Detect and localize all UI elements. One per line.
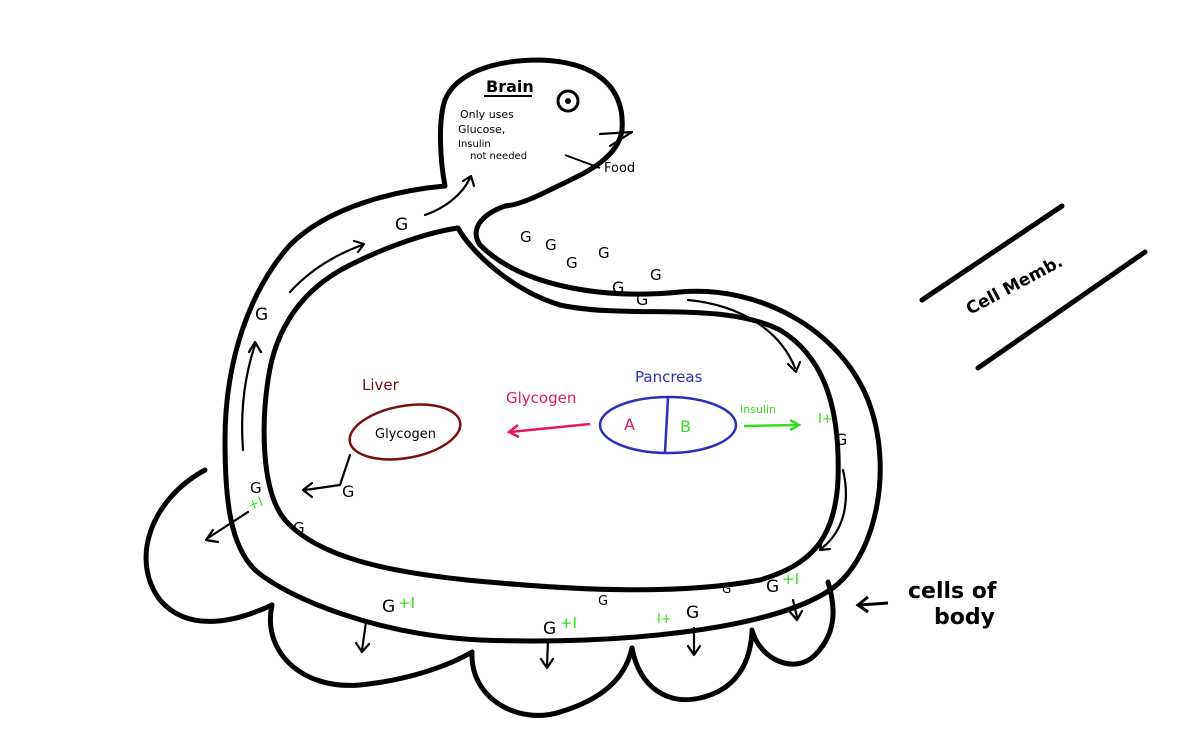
glucose-molecules: G G G G G G G G G G G G G G G +I G +I I+… [246, 215, 847, 639]
insulin-tag-right: I+ [818, 412, 833, 427]
glucose: G [598, 244, 610, 262]
brain-note: Only uses Glucose, Insulin not needed [458, 108, 527, 162]
brain-note-line-2: Glucose, [458, 123, 505, 136]
glucose: G [650, 266, 662, 284]
glucose: G [520, 228, 532, 246]
pancreas-cell-a: A [624, 415, 635, 434]
insulin-tag: +I [398, 594, 415, 612]
glucose: G [543, 619, 556, 639]
cells-of-body-line-1: cells of [908, 579, 997, 604]
glucose: G [250, 479, 262, 497]
cell-membrane: Cell Memb. [919, 203, 1148, 371]
pancreas-organ [598, 395, 738, 455]
circulation-loop [222, 57, 883, 644]
cells-of-body-annotation: cells of body [855, 579, 997, 630]
glucose: G [598, 594, 608, 609]
glucose: G [293, 519, 305, 537]
insulin-label: Insulin [740, 403, 776, 416]
glucose: G [255, 305, 268, 325]
liver: Liver Glycogen G [301, 376, 462, 501]
liver-title: Liver [362, 376, 400, 394]
glucose: G [722, 582, 731, 596]
brain-title: Brain [486, 77, 534, 96]
liver-organ [348, 403, 462, 461]
glucose: G [382, 597, 395, 617]
glucose: G [545, 236, 557, 254]
glucose: G [766, 577, 779, 597]
glucose: G [566, 254, 578, 272]
glucose: G [686, 603, 699, 623]
glucose: G [612, 278, 624, 297]
glucose: G [636, 290, 648, 309]
brain-note-line-1: Only uses [460, 108, 514, 121]
pancreas-cell-b: B [680, 417, 691, 436]
uptake-arrows [204, 510, 804, 670]
beak-icon [598, 130, 634, 148]
glucose: G [395, 215, 408, 235]
pancreas: Pancreas A B Glycogen Insulin I+ [506, 368, 833, 455]
cells-of-body-line-2: body [934, 605, 995, 630]
brain-note-line-4: not needed [470, 151, 527, 162]
liver-content: Glycogen [375, 427, 436, 442]
insulin-tag: +I [560, 614, 577, 632]
brain-note-line-3: Insulin [458, 139, 491, 150]
eye-icon [556, 89, 580, 113]
flow-arrows [241, 174, 847, 552]
brain: Brain Only uses Glucose, Insulin not nee… [458, 77, 635, 176]
insulin-tag: I+ [657, 612, 672, 627]
glucose: G [835, 430, 847, 449]
insulin-tag: +I [782, 570, 799, 588]
glycogen-label: Glycogen [506, 389, 576, 407]
insulin-tag: +I [246, 495, 265, 514]
body-cells [143, 467, 836, 718]
liver-glucose: G [342, 482, 354, 501]
pancreas-title: Pancreas [635, 368, 703, 386]
food-label: Food [604, 161, 635, 176]
